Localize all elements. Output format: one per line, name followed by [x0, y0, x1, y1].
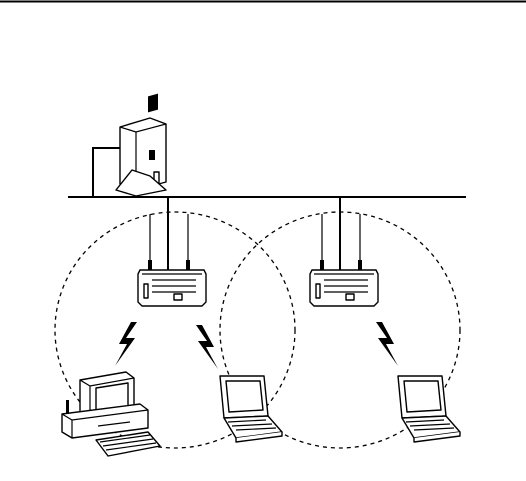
wireless-signal-icon [196, 325, 218, 369]
laptop-icon [220, 376, 282, 442]
desktop-computer-icon [62, 372, 160, 456]
wireless-signal-icon [115, 322, 137, 366]
server-tower-icon [116, 94, 166, 196]
laptop-icon [398, 376, 460, 442]
wireless-signal-icon [376, 322, 398, 366]
access-point-icon [310, 214, 378, 306]
access-point-icon [138, 214, 206, 306]
